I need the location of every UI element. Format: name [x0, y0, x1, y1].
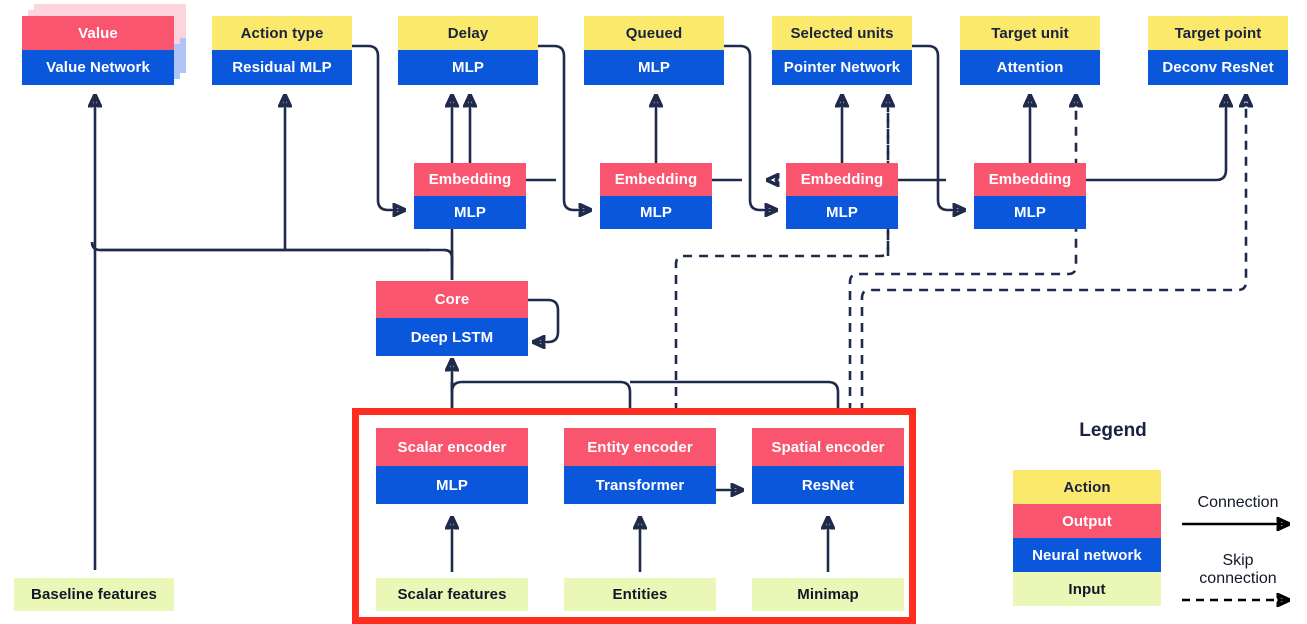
embedding-target-unit[interactable]: Embedding MLP — [974, 163, 1086, 229]
head-value-action-label: Value — [22, 16, 174, 50]
head-delay-network-label: MLP — [398, 50, 538, 85]
input-minimap-label: Minimap — [752, 578, 904, 611]
embedding-queued[interactable]: Embedding MLP — [600, 163, 712, 229]
scalar-encoder[interactable]: Scalar encoder MLP — [376, 428, 528, 504]
core-network-label: Deep LSTM — [376, 318, 528, 356]
legend-swatch-neural-network: Neural network — [1013, 538, 1161, 572]
head-delay-action-label: Delay — [398, 16, 538, 50]
head-action-type[interactable]: Action type Residual MLP — [212, 16, 352, 85]
head-queued-network-label: MLP — [584, 50, 724, 85]
head-selected-units-action-label: Selected units — [772, 16, 912, 50]
legend-title: Legend — [1079, 420, 1147, 441]
embedding-selected-units-output-label: Embedding — [786, 163, 898, 196]
embedding-queued-network-label: MLP — [600, 196, 712, 229]
embedding-target-unit-output-label: Embedding — [974, 163, 1086, 196]
entity-encoder-network-label: Transformer — [564, 466, 716, 504]
input-entities[interactable]: Entities — [564, 578, 716, 611]
embedding-delay-network-label: MLP — [414, 196, 526, 229]
head-target-point-network-label: Deconv ResNet — [1148, 50, 1288, 85]
head-queued-action-label: Queued — [584, 16, 724, 50]
input-entities-label: Entities — [564, 578, 716, 611]
legend-connection-label: Connection — [1197, 494, 1279, 511]
head-value-network-label: Value Network — [22, 50, 174, 85]
legend-swatch-input: Input — [1013, 572, 1161, 606]
head-delay[interactable]: Delay MLP — [398, 16, 538, 85]
head-target-point-action-label: Target point — [1148, 16, 1288, 50]
core-output-label: Core — [376, 281, 528, 318]
spatial-encoder-output-label: Spatial encoder — [752, 428, 904, 466]
spatial-encoder-network-label: ResNet — [752, 466, 904, 504]
input-scalar-features[interactable]: Scalar features — [376, 578, 528, 611]
embedding-target-unit-network-label: MLP — [974, 196, 1086, 229]
embedding-queued-output-label: Embedding — [600, 163, 712, 196]
legend-swatch-action: Action — [1013, 470, 1161, 504]
entity-encoder[interactable]: Entity encoder Transformer — [564, 428, 716, 504]
entity-encoder-output-label: Entity encoder — [564, 428, 716, 466]
input-baseline-features[interactable]: Baseline features — [14, 578, 174, 611]
embedding-delay[interactable]: Embedding MLP — [414, 163, 526, 229]
head-action-type-network-label: Residual MLP — [212, 50, 352, 85]
embedding-selected-units[interactable]: Embedding MLP — [786, 163, 898, 229]
head-target-unit-action-label: Target unit — [960, 16, 1100, 50]
head-target-unit-network-label: Attention — [960, 50, 1100, 85]
embedding-selected-units-network-label: MLP — [786, 196, 898, 229]
input-baseline-features-label: Baseline features — [14, 578, 174, 611]
input-scalar-features-label: Scalar features — [376, 578, 528, 611]
head-queued[interactable]: Queued MLP — [584, 16, 724, 85]
head-selected-units-network-label: Pointer Network — [772, 50, 912, 85]
legend-skip-connection-label: Skip connection — [1176, 552, 1300, 589]
scalar-encoder-network-label: MLP — [376, 466, 528, 504]
legend-skip-connection-line1: Skip — [1222, 552, 1254, 569]
scalar-encoder-output-label: Scalar encoder — [376, 428, 528, 466]
legend-swatch-stack: Action Output Neural network Input — [1013, 470, 1161, 606]
head-target-point[interactable]: Target point Deconv ResNet — [1148, 16, 1288, 85]
head-target-unit[interactable]: Target unit Attention — [960, 16, 1100, 85]
legend-skip-connection-line2: connection — [1199, 570, 1277, 588]
head-action-type-action-label: Action type — [212, 16, 352, 50]
embedding-delay-output-label: Embedding — [414, 163, 526, 196]
spatial-encoder[interactable]: Spatial encoder ResNet — [752, 428, 904, 504]
head-selected-units[interactable]: Selected units Pointer Network — [772, 16, 912, 85]
input-minimap[interactable]: Minimap — [752, 578, 904, 611]
head-value[interactable]: Value Value Network — [22, 16, 174, 85]
core-module[interactable]: Core Deep LSTM — [376, 281, 528, 356]
legend-swatch-output: Output — [1013, 504, 1161, 538]
